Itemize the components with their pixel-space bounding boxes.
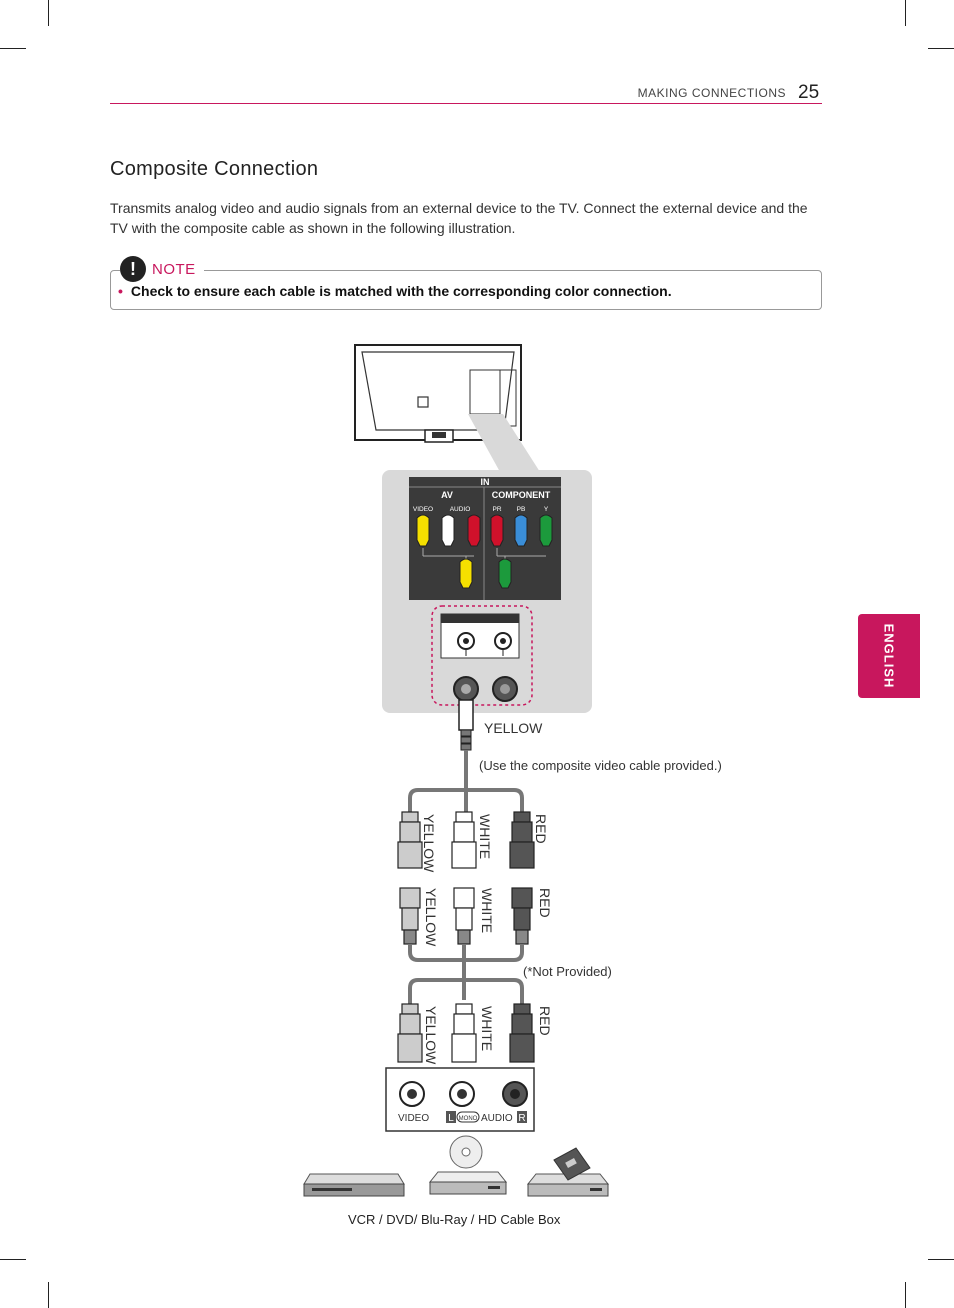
- vcr-icon: [303, 1173, 405, 1197]
- page-title: Composite Connection: [110, 158, 319, 180]
- label-white-2: WHITE: [479, 888, 495, 933]
- jack-pb-blue: [514, 514, 528, 547]
- zoom-wedge: [468, 414, 540, 472]
- label-yellow-3: YELLOW: [423, 1006, 439, 1065]
- plug-row-upper: [397, 811, 535, 869]
- crop-mark: [48, 0, 49, 26]
- not-provided-note: (*Not Provided): [523, 964, 612, 979]
- bullet-icon: •: [118, 283, 123, 299]
- device-audio-label: AUDIO: [481, 1113, 513, 1124]
- label-red-1: RED: [533, 814, 549, 844]
- component-label: COMPONENT: [492, 490, 551, 500]
- page-number: 25: [798, 82, 820, 103]
- crop-mark: [0, 48, 26, 49]
- jack-y-green: [539, 514, 553, 547]
- in-label: IN: [481, 477, 490, 487]
- yellow-cable-label: YELLOW: [484, 720, 543, 736]
- plug-row-middle: [399, 887, 533, 945]
- jack-panel: IN AV COMPONENT VIDEO AUDIO PR PB Y: [382, 470, 592, 713]
- exclamation-icon: !: [120, 256, 146, 282]
- header-section-title: MAKING CONNECTIONS: [637, 86, 786, 100]
- header-divider: [110, 103, 822, 104]
- note-item: • Check to ensure each cable is matched w…: [118, 283, 672, 299]
- plug-row-lower: [397, 1003, 535, 1063]
- jack-combined-green: [498, 558, 512, 589]
- y-label: Y: [544, 506, 549, 513]
- device-caption: VCR / DVD/ Blu-Ray / HD Cable Box: [348, 1212, 561, 1227]
- composite-plug: [458, 699, 474, 790]
- device-jack-panel: VIDEO L MONO AUDIO R: [385, 1067, 535, 1132]
- jack-video-yellow: [416, 514, 430, 547]
- label-white-3: WHITE: [479, 1006, 495, 1051]
- jack-audio-white: [441, 514, 455, 547]
- av-label: AV: [441, 490, 453, 500]
- device-mono-label: MONO: [459, 1116, 478, 1122]
- crop-mark: [928, 48, 954, 49]
- zoom-highlight: [431, 605, 533, 706]
- provided-cable-note: (Use the composite video cable provided.…: [479, 758, 722, 773]
- video-label: VIDEO: [413, 506, 433, 513]
- device-audio-r: R: [518, 1113, 525, 1124]
- label-yellow-2: YELLOW: [423, 888, 439, 947]
- intro-paragraph: Transmits analog video and audio signals…: [110, 200, 808, 236]
- label-red-3: RED: [537, 1006, 553, 1036]
- note-box: [110, 270, 822, 310]
- cable-box-icon: [526, 1147, 610, 1197]
- jack-pr-red: [490, 514, 504, 547]
- pb-label: PB: [517, 506, 526, 513]
- label-yellow-1: YELLOW: [421, 814, 437, 873]
- crop-mark: [905, 0, 906, 26]
- crop-mark: [905, 1282, 906, 1308]
- device-video-label: VIDEO: [398, 1113, 429, 1124]
- jack-combined-yellow: [459, 558, 473, 589]
- note-header: ! NOTE: [120, 256, 204, 282]
- crop-mark: [928, 1259, 954, 1260]
- device-audio-l: L: [448, 1113, 454, 1124]
- note-item-text: Check to ensure each cable is matched wi…: [130, 283, 672, 299]
- jack-audio-red: [467, 514, 481, 547]
- provided-cable-branches: [408, 788, 524, 812]
- crop-mark: [48, 1282, 49, 1308]
- crop-mark: [0, 1259, 26, 1260]
- label-red-2: RED: [537, 888, 553, 918]
- note-label: NOTE: [152, 260, 196, 278]
- dvd-player-icon: [428, 1135, 508, 1195]
- pr-label: PR: [492, 506, 501, 513]
- language-tab: ENGLISH: [858, 614, 920, 698]
- audio-label: AUDIO: [450, 506, 471, 513]
- label-white-1: WHITE: [477, 814, 493, 859]
- not-provided-cable: [408, 944, 524, 1004]
